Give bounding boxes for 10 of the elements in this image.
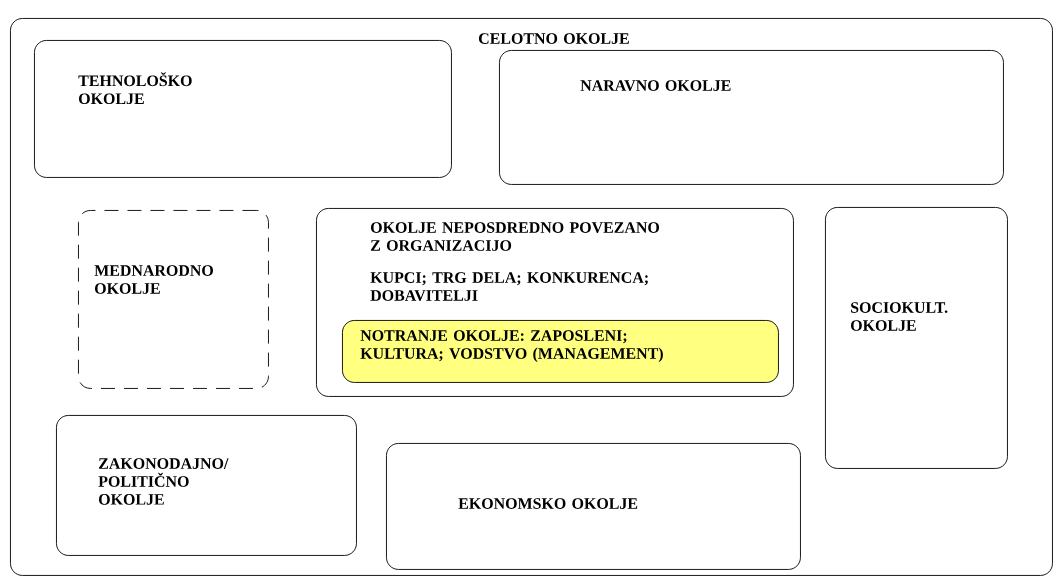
box-label: SOCIOKULT. OKOLJE [851, 302, 948, 331]
box-label: KUPCI; TRG DELA; KONKURENCA; DOBAVITELJI [370, 272, 648, 301]
box-label: OKOLJE NEPOSDREDNO POVEZANO Z ORGANIZACIJO [370, 222, 660, 251]
box-label: NOTRANJE OKOLJE: ZAPOSLENI; KULTURA; VODSTVO (MANAGEMENT) [360, 330, 663, 363]
box-label: EKONOMSKO OKOLJE [458, 498, 638, 509]
box-label: MEDNARODNO OKOLJE [94, 265, 213, 294]
box-label: TEHNOLOŠKO OKOLJE [78, 72, 192, 105]
box-label: ZAKONODAJNO/ POLITIČNO OKOLJE [98, 458, 229, 505]
box-label: NARAVNO OKOLJE [580, 80, 731, 91]
box-label: CELOTNO OKOLJE [479, 33, 629, 44]
